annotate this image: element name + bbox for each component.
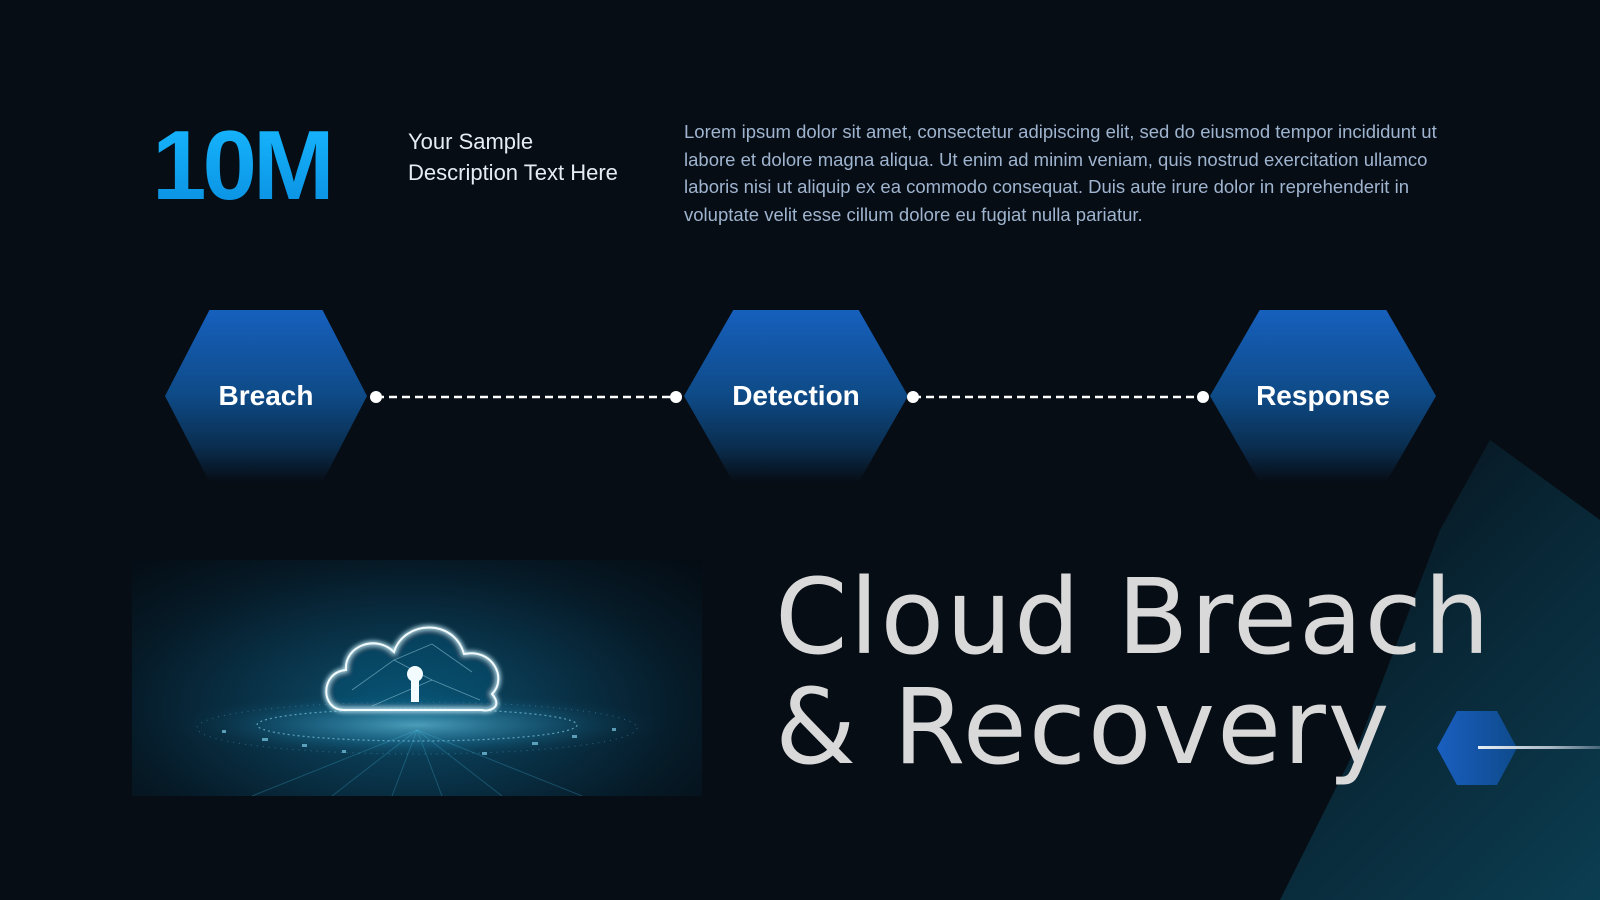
step-label-breach: Breach: [218, 380, 314, 411]
intro-paragraph: Lorem ipsum dolor sit amet, consectetur …: [684, 121, 1437, 225]
title-line-1: Cloud Breach: [775, 556, 1492, 678]
step-label-detection: Detection: [732, 380, 860, 411]
decorative-line: [1478, 746, 1600, 749]
cloud-security-image: [132, 560, 702, 796]
step-hexagon-breach: Breach: [165, 310, 367, 482]
connector-detection-response: [907, 391, 1209, 403]
step-label-response: Response: [1256, 380, 1390, 411]
connector-breach-detection: [370, 391, 682, 403]
step-hexagon-detection: Detection: [684, 310, 908, 482]
stat-value: 10M: [152, 110, 335, 220]
stat-description: Your Sample Description Text Here: [408, 129, 618, 185]
title-line-2: & Recovery: [775, 666, 1392, 788]
page-title: Cloud Breach & Recovery: [775, 562, 1492, 782]
cloud-lock-icon: [167, 625, 667, 796]
step-hexagon-response: Response: [1210, 310, 1436, 482]
